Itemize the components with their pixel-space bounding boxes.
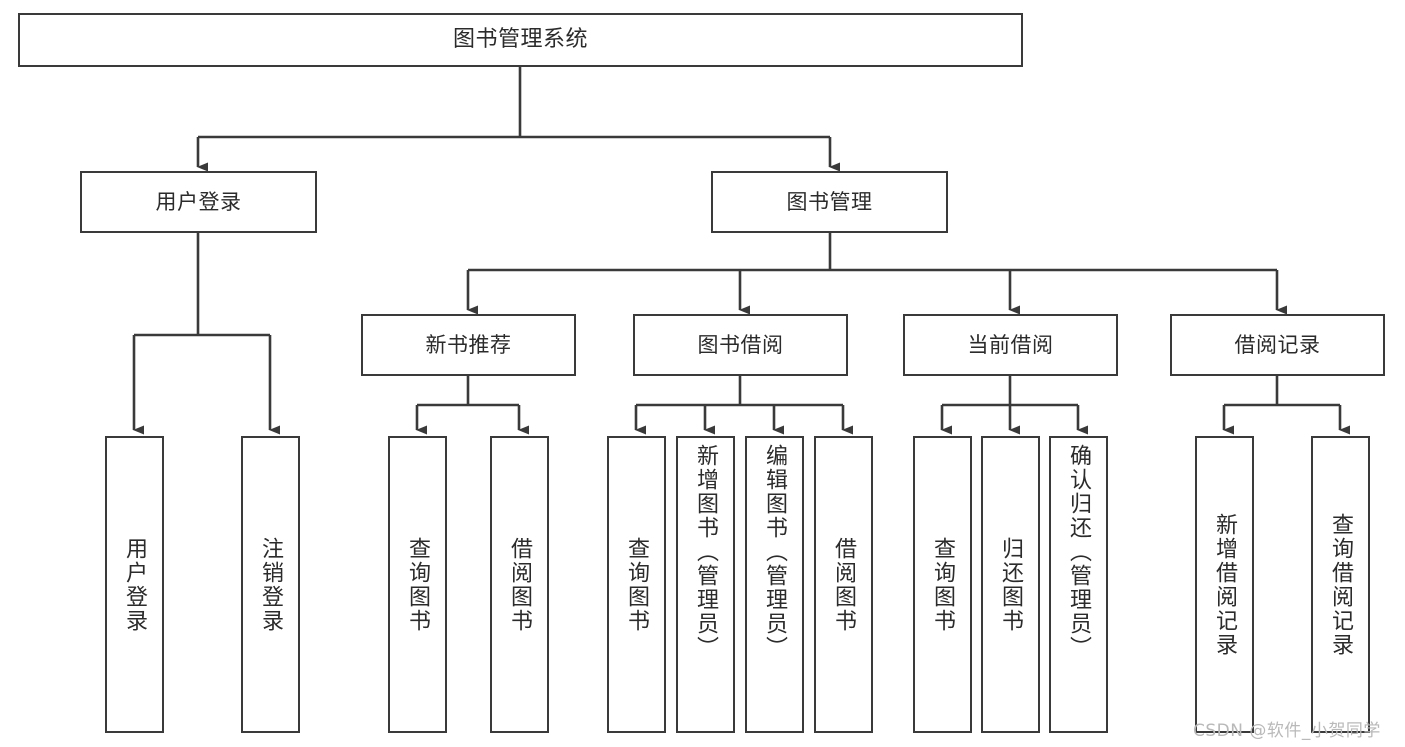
node-label: 查询图书 [405, 536, 431, 633]
node-label: 借阅图书 [507, 536, 533, 633]
leaf-current-borrow-confirm-return[interactable]: 确认归还（管理员） [1049, 436, 1108, 733]
node-user-login[interactable]: 用户登录 [80, 171, 317, 233]
node-label: 图书管理 [786, 189, 873, 214]
node-book-borrow[interactable]: 图书借阅 [633, 314, 848, 376]
leaf-new-book-query[interactable]: 查询图书 [388, 436, 447, 733]
node-book-management[interactable]: 图书管理 [711, 171, 948, 233]
node-new-book-recommend[interactable]: 新书推荐 [361, 314, 576, 376]
node-label: 编辑图书（管理员） [762, 444, 788, 660]
leaf-book-borrow-lend[interactable]: 借阅图书 [814, 436, 873, 733]
node-label: 借阅记录 [1234, 332, 1321, 357]
watermark-text: CSDN @软件_小贺同学 [1193, 721, 1381, 741]
node-current-borrow[interactable]: 当前借阅 [903, 314, 1118, 376]
node-label: 新书推荐 [425, 332, 512, 357]
leaf-new-book-borrow[interactable]: 借阅图书 [490, 436, 549, 733]
node-root-system[interactable]: 图书管理系统 [18, 13, 1023, 67]
node-label: 用户登录 [122, 536, 148, 633]
node-label: 新增借阅记录 [1212, 512, 1238, 657]
node-label: 用户登录 [155, 189, 242, 214]
leaf-book-borrow-add[interactable]: 新增图书（管理员） [676, 436, 735, 733]
leaf-current-borrow-return[interactable]: 归还图书 [981, 436, 1040, 733]
node-label: 查询图书 [930, 536, 956, 633]
node-label: 查询图书 [624, 536, 650, 633]
node-label: 图书管理系统 [452, 27, 588, 53]
leaf-borrow-record-add[interactable]: 新增借阅记录 [1195, 436, 1254, 733]
node-label: 当前借阅 [967, 332, 1054, 357]
node-label: 借阅图书 [831, 536, 857, 633]
leaf-user-login-login[interactable]: 用户登录 [105, 436, 164, 733]
node-label: 查询借阅记录 [1328, 512, 1354, 657]
node-label: 归还图书 [998, 536, 1024, 633]
leaf-book-borrow-edit[interactable]: 编辑图书（管理员） [745, 436, 804, 733]
node-label: 确认归还（管理员） [1066, 444, 1092, 660]
node-label: 注销登录 [258, 536, 284, 633]
leaf-user-login-logout[interactable]: 注销登录 [241, 436, 300, 733]
node-borrow-record[interactable]: 借阅记录 [1170, 314, 1385, 376]
node-label: 新增图书（管理员） [693, 444, 719, 660]
leaf-borrow-record-query[interactable]: 查询借阅记录 [1311, 436, 1370, 733]
leaf-book-borrow-query[interactable]: 查询图书 [607, 436, 666, 733]
leaf-current-borrow-query[interactable]: 查询图书 [913, 436, 972, 733]
node-label: 图书借阅 [697, 332, 784, 357]
